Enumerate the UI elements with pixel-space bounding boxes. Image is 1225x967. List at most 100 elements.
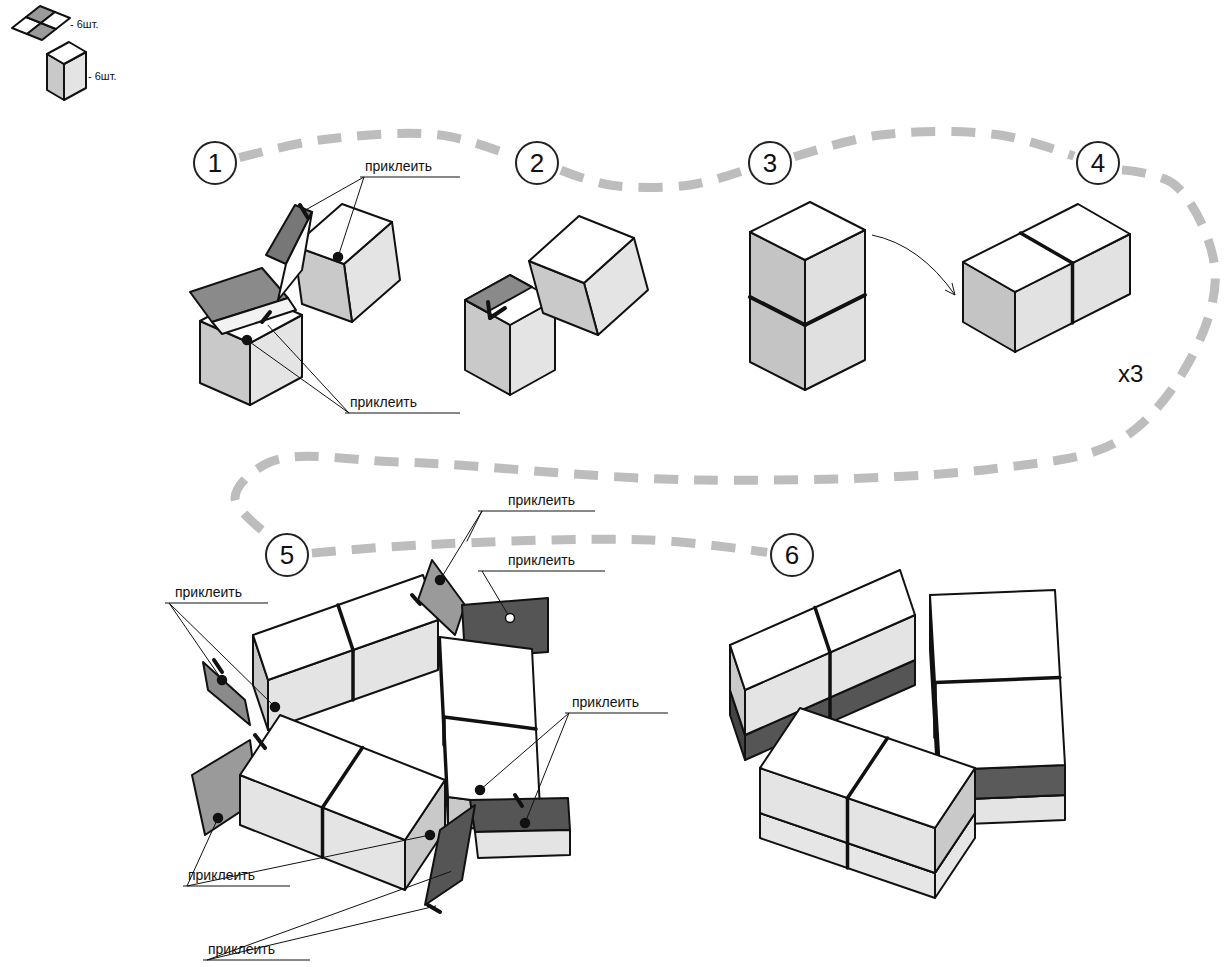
step-number: 4 [1091, 150, 1105, 176]
hinge-panel [203, 662, 250, 725]
fold-mark [515, 795, 522, 806]
fold-mark [412, 595, 420, 604]
cube-seam [351, 650, 355, 700]
leaders [165, 177, 668, 960]
leader-line [467, 511, 482, 541]
glue-note: приклеить [175, 584, 242, 600]
glue-note: приклеить [508, 492, 575, 508]
cube [760, 708, 975, 873]
cube [730, 570, 915, 735]
cube-seam [750, 297, 805, 325]
cube-top [529, 216, 634, 283]
step-number-circle: 5 [265, 533, 309, 577]
cube [240, 715, 445, 890]
fold-mark [488, 302, 490, 318]
turn-arrow [872, 235, 955, 295]
glue-dot [436, 576, 445, 585]
glue-dot [214, 814, 223, 823]
cube-seam [815, 608, 830, 653]
fold-mark [300, 205, 308, 218]
hinge-panel [425, 805, 475, 905]
cube-top [253, 575, 438, 680]
glue-note: приклеить [572, 694, 639, 710]
step-number: 5 [280, 542, 294, 568]
glue-dot [506, 614, 515, 623]
glue-note: приклеить [188, 867, 255, 883]
glue-dot [521, 819, 530, 828]
step-number: 6 [785, 542, 799, 568]
glue-note: приклеить [365, 158, 432, 174]
step-number-circle: 4 [1076, 141, 1120, 185]
label-underline [478, 511, 595, 512]
step-number-circle: 3 [748, 141, 792, 185]
cube-top [963, 204, 1130, 292]
cube-top [930, 590, 1065, 770]
label-underline [203, 960, 310, 961]
step-number: 1 [208, 150, 222, 176]
hinge-panel-icon [41, 12, 70, 29]
cube [963, 204, 1130, 352]
cube [47, 42, 86, 100]
label-underline [345, 413, 460, 414]
step-3 [750, 202, 865, 390]
cube-seam [1021, 233, 1073, 263]
step-number: 2 [530, 150, 544, 176]
step-number: 3 [763, 150, 777, 176]
cube-top [47, 42, 86, 64]
cube-seam [1071, 263, 1075, 323]
fold-mark [262, 312, 270, 322]
hinge-panel [475, 830, 570, 858]
step-4 [963, 204, 1130, 352]
leader-line [169, 603, 220, 677]
glue-dot [334, 253, 343, 262]
step-number-circle: 1 [193, 141, 237, 185]
cube-seam [848, 738, 888, 798]
label-underline [565, 713, 668, 714]
cube-seam [935, 678, 1060, 683]
fold-mark [490, 308, 505, 318]
cube-seam [828, 653, 832, 698]
leader-line [250, 342, 349, 413]
hinge-panel [278, 212, 312, 300]
cube-top [730, 570, 915, 690]
quantity-label: - 6шт. [88, 70, 117, 83]
label-underline [360, 177, 460, 178]
glue-dot [426, 831, 435, 840]
quantity-label: - 6шт. [70, 18, 99, 31]
label-underline [183, 886, 290, 887]
glue-note: приклеить [350, 394, 417, 410]
leader-line [526, 713, 569, 819]
label-underline [165, 603, 268, 604]
dashed-path [561, 170, 746, 188]
cube [750, 202, 865, 325]
dashed-path [312, 539, 767, 553]
cube-top [240, 715, 445, 840]
step-number-circle: 2 [515, 141, 559, 185]
dashed-path [235, 170, 1215, 537]
cube-seam [338, 605, 353, 650]
cube-seam [933, 683, 937, 713]
label-underline [478, 571, 605, 572]
cube-seam [321, 808, 325, 858]
glue-note: приклеить [508, 552, 575, 568]
hinge-panel [212, 298, 296, 334]
cube [529, 216, 648, 335]
step-6 [730, 570, 1065, 898]
cube-seam [846, 798, 850, 843]
cube-top [440, 637, 540, 809]
step-2 [465, 216, 648, 395]
leader-line [207, 871, 451, 960]
repeat-count: x3 [1118, 360, 1143, 388]
cube-seam [805, 295, 865, 325]
leader-line [482, 571, 508, 615]
turn-arrowhead [945, 283, 955, 295]
step-5 [192, 560, 570, 912]
leader-line [169, 603, 272, 704]
fold-mark [255, 735, 265, 748]
step-number-circle: 6 [770, 533, 814, 577]
dashed-path [239, 133, 513, 157]
glue-dot [218, 676, 227, 685]
leader-line [187, 836, 426, 886]
